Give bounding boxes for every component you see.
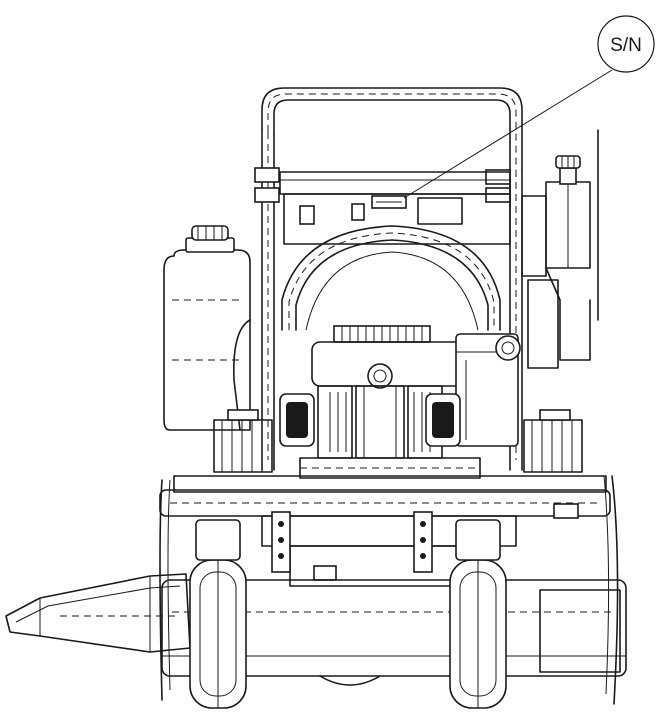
callout-leader-line — [403, 69, 613, 199]
right-drive-unit — [425, 393, 583, 473]
callout-label: S/N — [610, 35, 642, 56]
serial-number-callout: S/N — [403, 15, 655, 199]
fuel-tank — [163, 225, 251, 431]
rear-wheels — [159, 475, 619, 705]
caster-forks — [271, 511, 433, 573]
callout-circle — [597, 15, 655, 73]
right-tower — [521, 129, 599, 369]
upper-frame — [279, 171, 511, 245]
left-drive-unit — [213, 393, 315, 473]
right-caster-wheel — [449, 519, 507, 709]
engine-arch — [281, 225, 501, 331]
left-caster-wheel — [189, 519, 247, 709]
air-cleaner — [455, 333, 521, 447]
oil-cap-stem — [559, 167, 577, 185]
